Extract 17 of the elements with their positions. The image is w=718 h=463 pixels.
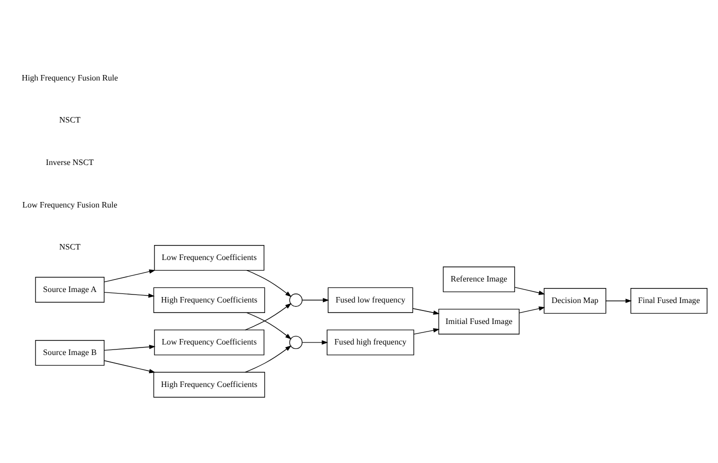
arrow xyxy=(606,298,632,304)
arrow xyxy=(518,306,546,314)
arrow xyxy=(246,270,292,298)
arrow xyxy=(244,303,292,330)
arrow xyxy=(514,287,546,295)
arrow xyxy=(302,340,328,345)
node-circle xyxy=(289,336,302,350)
arrow xyxy=(413,328,440,335)
node-circle xyxy=(289,294,302,307)
arrow xyxy=(104,292,155,298)
arrow xyxy=(104,360,156,374)
arrow xyxy=(412,308,440,315)
arrow xyxy=(246,312,292,340)
arrow xyxy=(302,298,330,302)
arrow xyxy=(244,345,292,373)
arrow xyxy=(104,269,156,282)
arrow xyxy=(104,344,156,351)
